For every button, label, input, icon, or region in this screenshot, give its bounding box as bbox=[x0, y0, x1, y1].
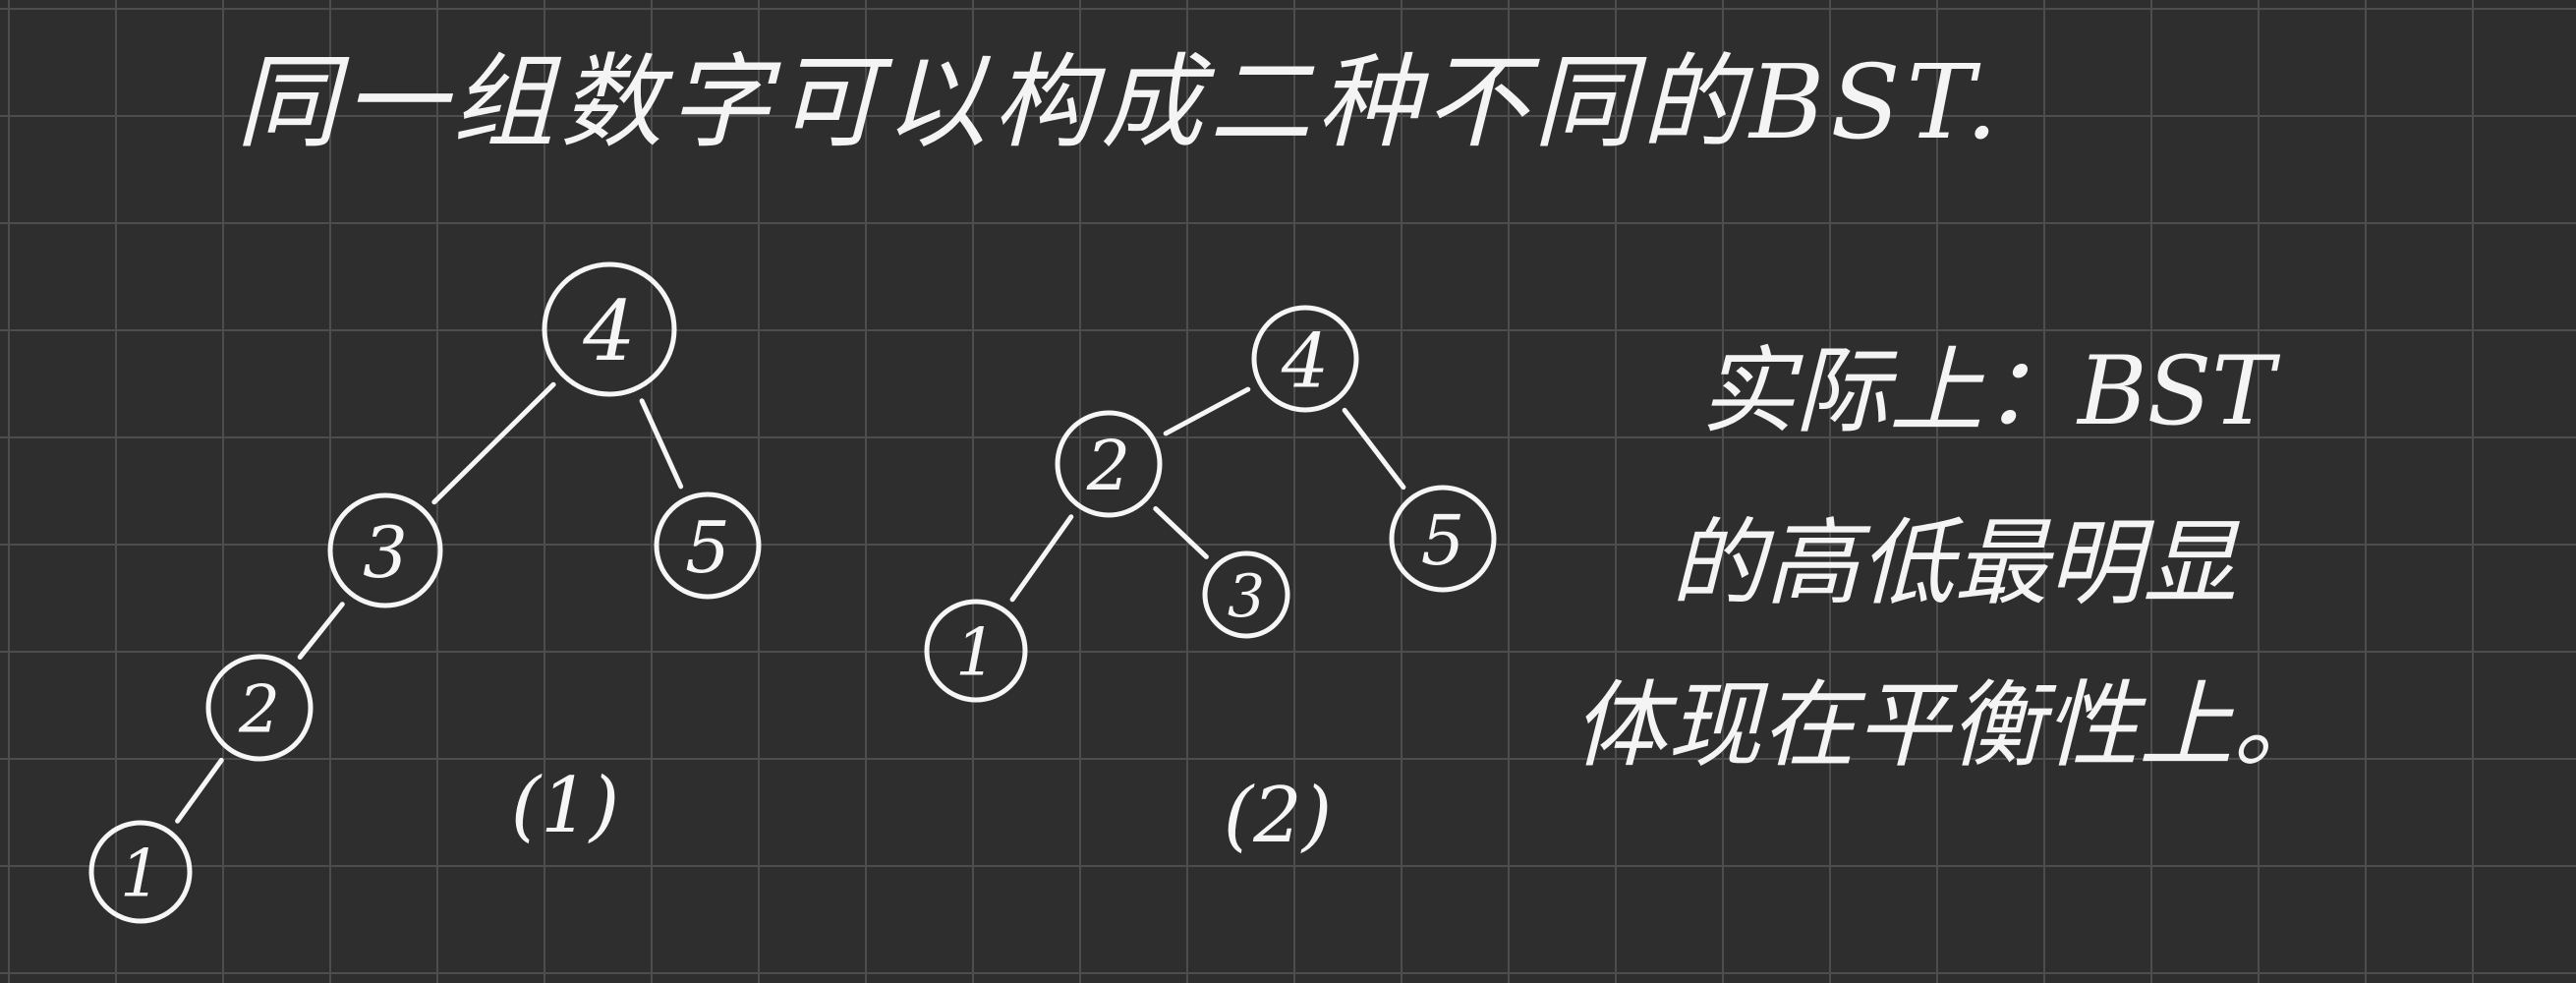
tree-1-node-5-circle bbox=[654, 492, 762, 600]
tree-1-node-4-label: 4 bbox=[582, 283, 635, 379]
page-title: 同一组数字可以构成二种不同的BST. bbox=[236, 42, 2004, 162]
tree-2-node-5: 5 bbox=[1389, 485, 1497, 593]
tree-1-edge-n4-n5 bbox=[639, 398, 684, 490]
tree-2-node-1-label: 1 bbox=[955, 615, 997, 691]
bst-tree-1: 4 3 5 2 1 (1) bbox=[88, 261, 762, 924]
tree-1-edge-n2-n1 bbox=[175, 757, 224, 824]
tree-2-node-2: 2 bbox=[1055, 410, 1163, 518]
tree-2-edge-m2-m3 bbox=[1153, 506, 1209, 559]
tree-2-node-3: 3 bbox=[1202, 550, 1290, 639]
tree-1-node-2-label: 2 bbox=[238, 672, 280, 748]
tree-1-edge-n4-n3 bbox=[431, 381, 556, 505]
tree-1-node-1: 1 bbox=[88, 820, 193, 924]
tree-2-caption: (2) bbox=[1224, 772, 1333, 860]
tree-2-node-1-circle bbox=[924, 599, 1028, 703]
tree-1-node-3-label: 3 bbox=[363, 511, 408, 594]
tree-2-node-2-circle bbox=[1055, 410, 1163, 518]
tree-1-node-2: 2 bbox=[205, 654, 314, 762]
tree-1-node-4-circle bbox=[542, 261, 677, 397]
tree-2-node-1: 1 bbox=[924, 599, 1028, 703]
tree-2-node-4-label: 4 bbox=[1281, 318, 1329, 405]
tree-1-edge-n3-n2 bbox=[297, 602, 345, 660]
tree-2-node-5-label: 5 bbox=[1421, 500, 1465, 581]
tree-2-edge-m2-m1 bbox=[1009, 514, 1074, 603]
tree-1-node-5-label: 5 bbox=[685, 506, 730, 589]
tree-2-node-5-circle bbox=[1389, 485, 1497, 593]
tree-2-node-3-circle bbox=[1202, 550, 1290, 639]
tree-2-edge-m4-m5 bbox=[1342, 407, 1406, 491]
tree-1-node-4: 4 bbox=[542, 261, 677, 397]
tree-2-node-3-label: 3 bbox=[1228, 562, 1265, 631]
tree-2-node-4-circle bbox=[1251, 305, 1359, 413]
tree-1-node-3: 3 bbox=[327, 492, 443, 608]
bst-tree-2: 4 2 5 1 3 (2) bbox=[924, 305, 1497, 860]
tree-1-node-1-label: 1 bbox=[120, 837, 161, 912]
note-line-3: 体现在平衡性上。 bbox=[1573, 670, 2327, 781]
tree-1-node-3-circle bbox=[327, 492, 443, 608]
note-line-2: 的高低最明显 bbox=[1671, 508, 2237, 618]
tree-2-edge-m4-m2 bbox=[1163, 386, 1251, 436]
tree-1-node-5: 5 bbox=[654, 492, 762, 600]
tree-1-node-1-circle bbox=[88, 820, 193, 924]
tree-1-node-2-circle bbox=[205, 654, 314, 762]
tree-2-node-4: 4 bbox=[1251, 305, 1359, 413]
tree-2-node-2-label: 2 bbox=[1086, 426, 1131, 506]
tree-1-caption: (1) bbox=[511, 762, 620, 850]
note-line-1: 实际上：BST bbox=[1700, 336, 2275, 446]
